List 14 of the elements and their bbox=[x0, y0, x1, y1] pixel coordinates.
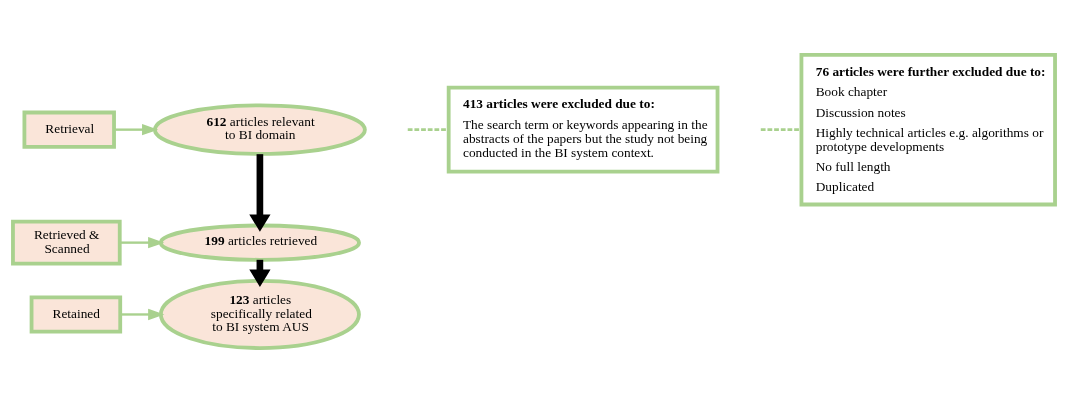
node-box: 76 articles were further excluded due to: Book chapter Discussion notes Highly technical articles e.g. algorithms or prototype developments No full length Duplicated bbox=[799, 52, 1057, 207]
arrow bbox=[249, 154, 271, 232]
connector bbox=[760, 128, 802, 132]
node-box: Retrieved & Scanned bbox=[11, 219, 122, 266]
arrow bbox=[120, 308, 165, 321]
arrow bbox=[114, 123, 159, 136]
node-ellipse: 123 articles specifically related to BI system AUS bbox=[158, 279, 361, 350]
arrow bbox=[120, 236, 165, 249]
node-box: Retained bbox=[29, 295, 123, 334]
node-ellipse: 199 articles retrieved bbox=[158, 223, 361, 262]
node-box: 413 articles were excluded due to: The search term or keywords appearing in the abstracts of the papers but the study not being conducted in the BI system context. bbox=[446, 85, 720, 174]
node-box: Retrieval bbox=[22, 110, 116, 149]
connector bbox=[407, 128, 449, 132]
node-ellipse: 612 articles relevant to BI domain bbox=[153, 103, 367, 156]
